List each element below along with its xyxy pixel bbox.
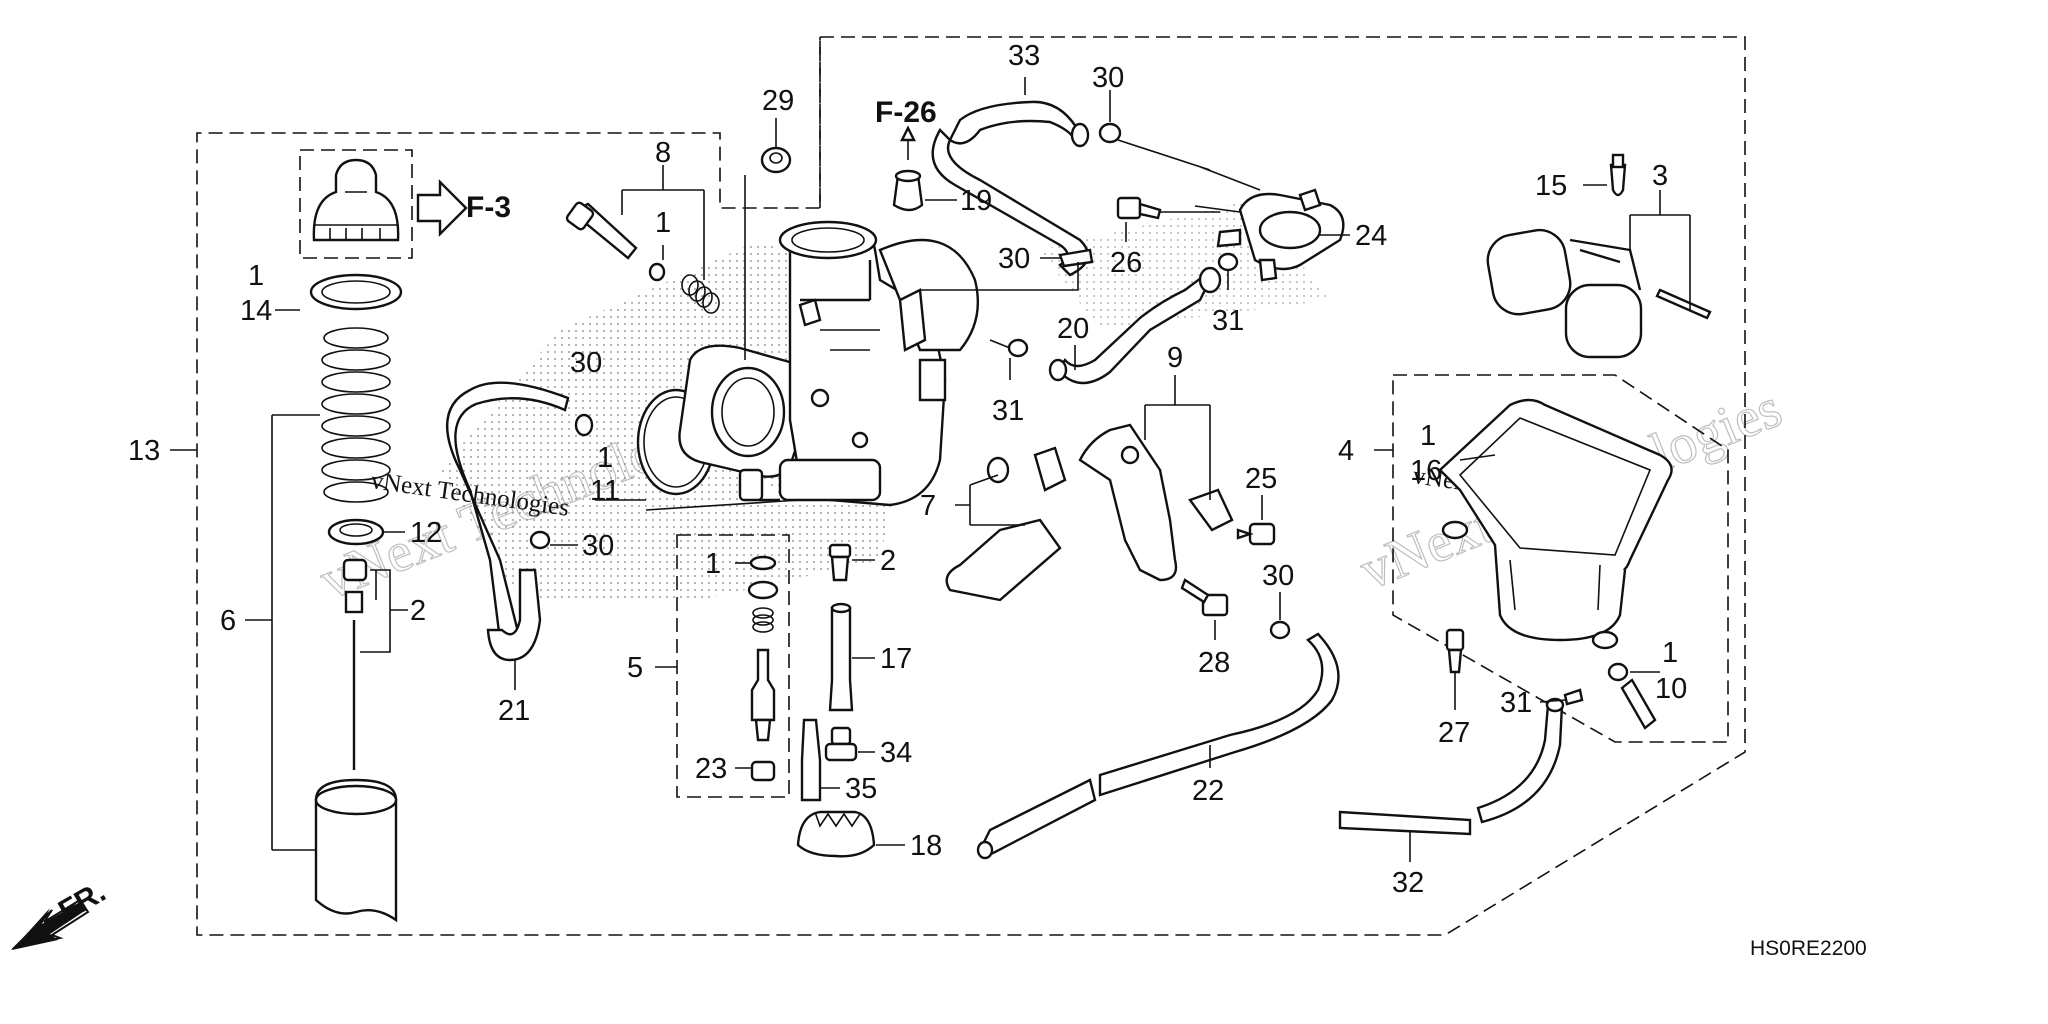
bolt-28 bbox=[1180, 578, 1229, 617]
callout-10: 10 bbox=[1655, 673, 1687, 705]
callout-4: 4 bbox=[1338, 435, 1354, 467]
callout-1: 1 bbox=[655, 207, 671, 239]
hose-22 bbox=[976, 632, 1340, 860]
clip-30-left bbox=[529, 413, 594, 550]
callout-12: 12 bbox=[410, 517, 442, 549]
callout-15: 15 bbox=[1535, 170, 1567, 202]
callout-30: 30 bbox=[582, 530, 614, 562]
callout-30: 30 bbox=[1092, 62, 1124, 94]
callout-11: 11 bbox=[590, 475, 620, 507]
callout-17: 17 bbox=[880, 643, 912, 675]
clip-30-top bbox=[1098, 122, 1122, 144]
carburetor-body bbox=[678, 220, 979, 507]
slow-jet-35 bbox=[800, 718, 822, 802]
callout-27: 27 bbox=[1438, 717, 1470, 749]
callout-32: 32 bbox=[1392, 867, 1424, 899]
plug-34 bbox=[824, 726, 858, 762]
clip-31-b bbox=[1217, 252, 1239, 272]
callout-3: 3 bbox=[1652, 160, 1668, 192]
callout-30: 30 bbox=[998, 243, 1030, 275]
callout-16: 16 bbox=[1410, 455, 1442, 487]
callout-1: 1 bbox=[1662, 637, 1678, 669]
callout-1: 1 bbox=[705, 548, 721, 580]
main-jet-2 bbox=[828, 543, 852, 582]
callout-34: 34 bbox=[880, 737, 912, 769]
outer-boundary bbox=[196, 36, 1746, 936]
callout-22: 22 bbox=[1192, 775, 1224, 807]
callout-9: 9 bbox=[1167, 342, 1183, 374]
float-3 bbox=[1486, 228, 1712, 359]
callout-20: 20 bbox=[1057, 313, 1089, 345]
hose-33 bbox=[931, 100, 1090, 277]
callout-2: 2 bbox=[880, 545, 896, 577]
group-boundaries bbox=[196, 36, 1746, 936]
jet-needle bbox=[342, 558, 368, 770]
clip-31-a bbox=[1007, 338, 1029, 358]
jet-set-5 bbox=[747, 555, 779, 782]
callout-2: 2 bbox=[410, 595, 426, 627]
leader-lines bbox=[170, 77, 1691, 862]
float-chamber-boundary bbox=[1392, 374, 1729, 743]
float-valve-15 bbox=[1609, 153, 1627, 197]
callout-1: 1 bbox=[248, 260, 264, 292]
callout-5: 5 bbox=[627, 652, 643, 684]
callout-29: 29 bbox=[762, 85, 794, 117]
clip-31-c bbox=[1563, 688, 1584, 706]
jet-set-boundary bbox=[676, 534, 790, 798]
drain-screw-10 bbox=[1607, 662, 1657, 730]
callout-6: 6 bbox=[220, 605, 236, 637]
diagram-code: HS0RE2200 bbox=[1750, 937, 1867, 960]
cable-holder-7 bbox=[945, 446, 1067, 602]
callout-24: 24 bbox=[1355, 220, 1387, 252]
needle-jet-17 bbox=[828, 602, 854, 712]
callout-31: 31 bbox=[1500, 687, 1532, 719]
callout-7: 7 bbox=[920, 490, 936, 522]
callout-35: 35 bbox=[845, 773, 877, 805]
hose-32 bbox=[1338, 697, 1565, 836]
ref-f3: F-3 bbox=[466, 191, 511, 224]
callout-30: 30 bbox=[570, 347, 602, 379]
throttle-spring bbox=[321, 327, 391, 503]
bracket-9 bbox=[1078, 423, 1234, 582]
arrow-to-f3 bbox=[416, 179, 468, 237]
callout-31: 31 bbox=[992, 395, 1024, 427]
auto-enrichener-24 bbox=[1216, 188, 1345, 282]
clip-30-b bbox=[1058, 248, 1094, 268]
pilot-screw-8 bbox=[565, 201, 720, 314]
callout-26: 26 bbox=[1110, 247, 1142, 279]
cap-29 bbox=[760, 146, 792, 174]
callout-8: 8 bbox=[655, 137, 671, 169]
callout-1: 1 bbox=[1420, 420, 1436, 452]
cap-19 bbox=[892, 169, 924, 212]
float-chamber-4 bbox=[1438, 398, 1673, 650]
callout-33: 33 bbox=[1008, 40, 1040, 72]
cap-boundary bbox=[299, 149, 413, 259]
callout-14: 14 bbox=[240, 295, 272, 327]
bolt-26 bbox=[1116, 196, 1162, 220]
front-arrow-icon bbox=[10, 898, 90, 950]
callout-30: 30 bbox=[1262, 560, 1294, 592]
hose-21 bbox=[445, 381, 570, 662]
callout-1: 1 bbox=[597, 442, 613, 474]
cap-18 bbox=[796, 810, 876, 858]
throttle-cap bbox=[312, 158, 400, 242]
ref-f26: F-26 bbox=[875, 96, 937, 129]
hose-20 bbox=[1048, 266, 1222, 385]
callout-31: 31 bbox=[1212, 305, 1244, 337]
callout-23: 23 bbox=[695, 753, 727, 785]
callout-numbers: 33 30 29 8 1 19 30 26 24 31 15 3 1 14 20… bbox=[53, 40, 1867, 960]
callout-25: 25 bbox=[1245, 463, 1277, 495]
throttle-valve bbox=[314, 778, 398, 923]
bolt-25 bbox=[1236, 522, 1276, 546]
callout-13: 13 bbox=[128, 435, 160, 467]
oring-14 bbox=[309, 273, 403, 311]
callout-28: 28 bbox=[1198, 647, 1230, 679]
clip-30-right bbox=[1269, 620, 1291, 640]
callout-18: 18 bbox=[910, 830, 942, 862]
callout-21: 21 bbox=[498, 695, 530, 727]
callout-19: 19 bbox=[960, 185, 992, 217]
screw-27 bbox=[1445, 628, 1465, 674]
